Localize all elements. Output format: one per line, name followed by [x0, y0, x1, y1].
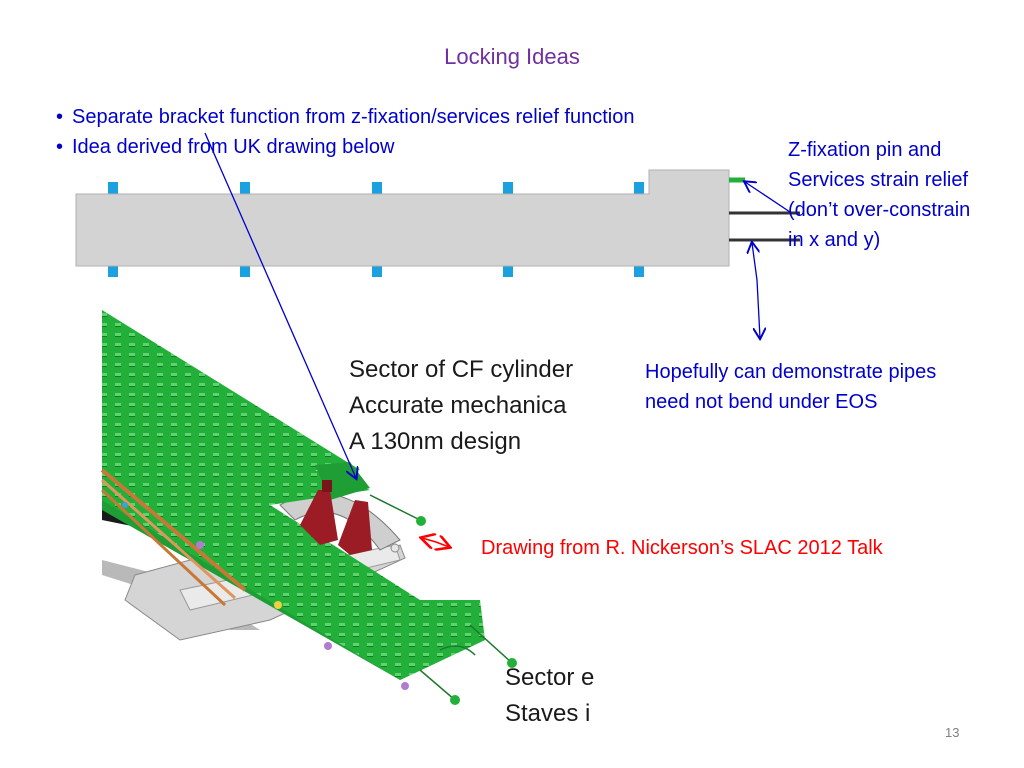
bracket — [338, 500, 372, 555]
pipes-note: Hopefully can demonstrate pipes need not… — [645, 357, 1005, 417]
drawing-caption-line: Sector e — [505, 664, 595, 691]
pointer-arrow — [204, 132, 356, 478]
pin-top — [108, 182, 118, 194]
bullet-item: • Idea derived from UK drawing below — [56, 132, 634, 162]
bullet-text: Idea derived from UK drawing below — [72, 136, 395, 158]
note-line: (don’t over-constrain — [788, 199, 971, 221]
bullet-icon: • — [56, 136, 64, 158]
pin-top — [503, 182, 513, 194]
drawing-caption-line: Accurate mechanica — [349, 392, 567, 419]
clip — [196, 541, 204, 549]
bullet-text: Separate bracket function from z-fixatio… — [72, 106, 635, 128]
note-line: Services strain relief — [788, 169, 969, 191]
pointer-arrow — [745, 182, 791, 213]
note-line: Z-fixation pin and — [788, 139, 942, 161]
strain-relief-wire — [419, 669, 456, 701]
note-line: need not bend under EOS — [645, 391, 878, 413]
stave-surface — [102, 310, 485, 680]
cad-drawing — [100, 310, 517, 705]
drawing-caption: Sector of CF cylinder Accurate mechanica… — [349, 352, 602, 460]
cooling-pipe — [100, 468, 247, 592]
pointer-arrow — [752, 243, 757, 281]
cooling-pipe — [101, 478, 236, 600]
pin-bottom — [372, 265, 382, 277]
bullet-icon: • — [56, 106, 64, 128]
note-line: Hopefully can demonstrate pipes — [645, 361, 937, 383]
double-arrow-icon — [436, 542, 449, 547]
clip — [390, 543, 400, 553]
bracket — [300, 490, 338, 545]
slide-title: Locking Ideas — [444, 44, 580, 69]
strain-relief-loop — [439, 645, 476, 656]
drawing-credit: Drawing from R. Nickerson’s SLAC 2012 Ta… — [481, 537, 883, 559]
bracket-schematic — [75, 169, 800, 277]
pin-bottom — [634, 265, 644, 277]
clip — [401, 682, 409, 690]
pin-top — [634, 182, 644, 194]
pin-bottom — [108, 265, 118, 277]
double-arrow-icon — [422, 538, 436, 542]
pin-end — [507, 658, 517, 668]
clip — [324, 642, 332, 650]
pin-bottom — [240, 265, 250, 277]
drawing-caption-line: Sector of CF cylinder — [349, 356, 574, 383]
bullet-list: • Separate bracket function from z-fixati… — [56, 102, 634, 162]
strain-relief-wire — [369, 494, 421, 521]
slide-number: 13 — [945, 725, 960, 740]
pointer-arrow — [757, 279, 760, 338]
pin-top — [240, 182, 250, 194]
strain-relief-wire — [469, 624, 513, 664]
drawing-caption: Sector e Staves i — [505, 660, 600, 732]
pin-top — [372, 182, 382, 194]
pin-bottom — [503, 265, 513, 277]
cooling-pipe — [100, 488, 227, 607]
bracket-block — [75, 169, 730, 267]
clip — [122, 502, 128, 508]
pin-end — [450, 695, 460, 705]
bracket-head — [322, 480, 332, 492]
drawing-caption-line: Staves i — [505, 700, 591, 727]
bullet-item: • Separate bracket function from z-fixati… — [56, 102, 634, 132]
pin-end — [416, 516, 426, 526]
z-fixation-note: Z-fixation pin and Services strain relie… — [788, 135, 1020, 255]
drawing-caption-line: A 130nm design — [349, 428, 522, 455]
note-line: in x and y) — [788, 229, 881, 251]
clip — [274, 601, 282, 609]
